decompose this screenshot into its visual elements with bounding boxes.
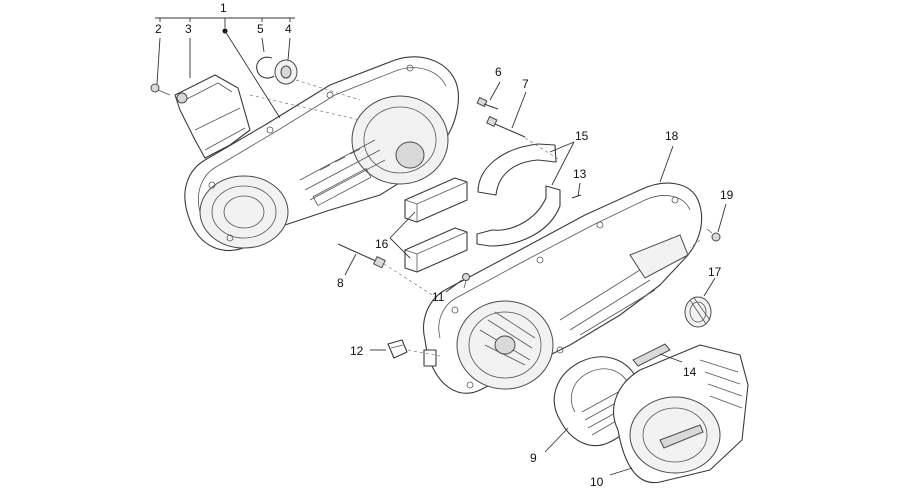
- callout-6: 6: [495, 65, 502, 79]
- callout-17: 17: [708, 265, 722, 279]
- callout-10: 10: [590, 475, 604, 489]
- part-8-long-bolt: [337, 243, 386, 269]
- callout-8: 8: [337, 276, 344, 290]
- callout-4: 4: [285, 22, 292, 36]
- callout-2: 2: [155, 22, 162, 36]
- callout-13: 13: [573, 167, 587, 181]
- part-5-circlip: [256, 56, 275, 79]
- part-19-screw: [706, 228, 721, 242]
- callout-labels: 1 2 3 4 5 6 7 8 9 10 11 12 13 14 15 16 1…: [155, 1, 734, 489]
- part-16-foam-upper: [404, 177, 468, 223]
- part-14-strip: [632, 343, 671, 367]
- callout-1: 1: [220, 1, 227, 15]
- callout-7: 7: [522, 77, 529, 91]
- part-13-pin: [571, 194, 582, 199]
- part-16-foam-lower: [404, 227, 468, 273]
- callout-15: 15: [575, 129, 589, 143]
- part-12-clip: [387, 339, 408, 359]
- callout-9: 9: [530, 451, 537, 465]
- callout-14: 14: [683, 365, 697, 379]
- outer-transmission-cover: [423, 182, 703, 394]
- part-15-seal-upper: [477, 143, 557, 196]
- assembly-line-c: [524, 137, 561, 161]
- part-17-plug: [684, 296, 712, 328]
- callout-12: 12: [350, 344, 364, 358]
- part-2-screw: [150, 83, 171, 96]
- part-15-seal-lower: [476, 185, 561, 247]
- callout-19: 19: [720, 188, 734, 202]
- inner-transmission-cover: [184, 56, 459, 252]
- part-11-screw: [462, 273, 470, 289]
- leader-lines: [155, 17, 727, 476]
- callout-18: 18: [665, 129, 679, 143]
- callout-3: 3: [185, 22, 192, 36]
- assembly-line-f: [689, 239, 701, 249]
- assembly-line-b: [295, 79, 361, 101]
- assembly-line-d: [383, 263, 441, 301]
- part-6-bolt: [476, 96, 499, 110]
- part-4-bearing: [274, 59, 298, 85]
- part-10-outer-shell: [613, 344, 749, 484]
- part-7-bolt: [486, 115, 526, 138]
- part-3-bracket: [174, 74, 251, 159]
- callout-16: 16: [375, 237, 389, 251]
- callout-11: 11: [432, 290, 445, 304]
- callout-5: 5: [257, 22, 264, 36]
